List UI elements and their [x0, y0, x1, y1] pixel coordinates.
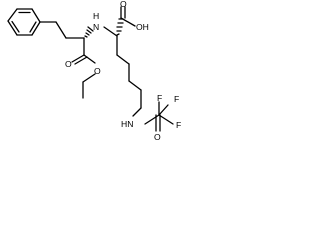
amine-n-label: N	[93, 22, 99, 32]
molecule-drawing: H N O OH O O HN O F F F	[7, 0, 181, 142]
acid-carbonyl-o-label: O	[120, 0, 127, 9]
ester-carbonyl-o-label: O	[65, 59, 72, 69]
right-stereo-hash-bond	[116, 18, 124, 36]
amide-hn-label: HN	[121, 119, 133, 129]
fluorine-1-label: F	[157, 93, 162, 103]
phenethyl-chain	[39, 21, 85, 39]
acid-oh-label: OH	[136, 22, 149, 32]
fluorine-2-label: F	[174, 94, 179, 104]
trifluoroacetamide	[144, 101, 174, 132]
ester-ether-o-label: O	[94, 66, 101, 76]
lysine-side-chain	[116, 35, 142, 117]
fluorine-3-label: F	[176, 120, 181, 130]
structure-canvas: H N O OH O O HN O F F F	[0, 0, 212, 159]
amide-o-label: O	[154, 132, 161, 142]
benzene-ring	[7, 8, 41, 36]
carboxylic-acid	[120, 6, 136, 27]
ethyl-ester	[71, 37, 96, 99]
amine-bonds	[103, 26, 118, 37]
left-stereo-hash-bond	[84, 26, 94, 38]
atom-labels: H N O OH O O HN O F F F	[65, 0, 181, 142]
amine-h-label: H	[93, 11, 99, 21]
